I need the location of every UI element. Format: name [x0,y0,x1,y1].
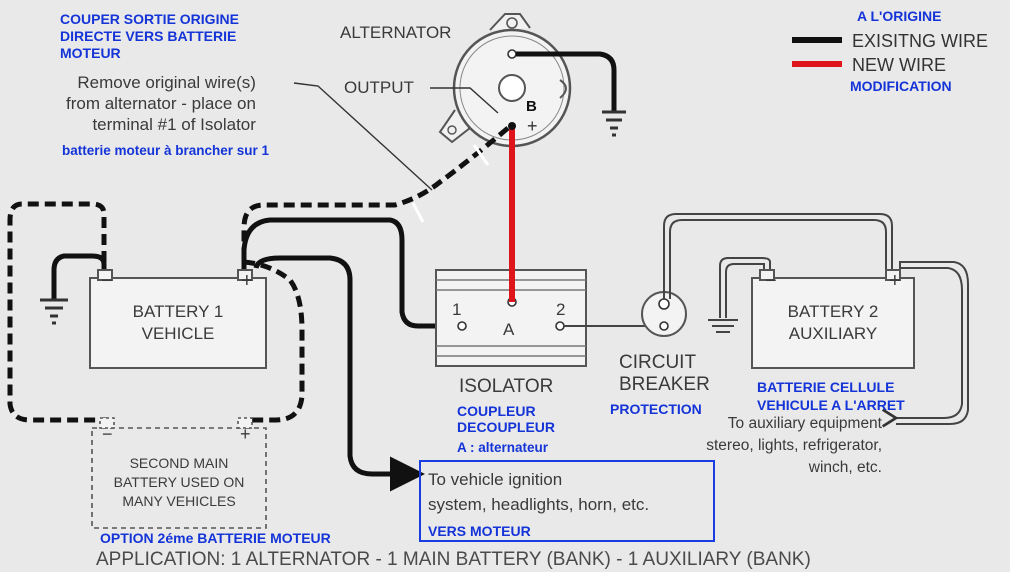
alternator-symbol [438,13,572,148]
note-modification: MODIFICATION [850,78,952,94]
note-protection: PROTECTION [610,401,702,417]
note-batterie-cellule: BATTERIE CELLULE VEHICULE A L'ARRET [757,379,905,413]
note-a-origine: A L'ORIGINE [857,8,942,24]
b-terminal [508,122,516,130]
battery-second-minus: − [102,424,113,444]
ignition-box [419,460,715,542]
second-battery-neg-wire [7,201,107,423]
label-application: APPLICATION: 1 ALTERNATOR - 1 MAIN BATTE… [96,549,811,570]
note-a-alternateur: A : alternateur [457,440,549,455]
cut-mark-2 [472,144,490,166]
battery2-ground-wire [719,257,771,318]
label-alternator: ALTERNATOR [340,23,452,42]
label-battery1: BATTERY 1 VEHICLE [132,302,224,343]
battery1-plus: + [241,270,253,292]
label-alt-plus: + [527,116,538,136]
label-circuit-breaker: CIRCUIT BREAKER [619,352,710,395]
battery1-ground-symbol [40,298,68,325]
label-battery2: BATTERY 2 AUXILIARY [787,302,879,343]
breaker-to-battery2-wire [663,213,893,299]
label-ignition: To vehicle ignition system, headlights, … [428,470,650,514]
battery-second-plus: + [240,424,251,444]
battery2-minus: − [765,270,777,292]
note-couper: COUPER SORTIE ORIGINE DIRECTE VERS BATTE… [60,11,239,61]
note-vers-moteur: VERS MOTEUR [428,523,531,539]
remove-pointer [293,82,433,191]
alternator-ground-symbol [602,110,626,137]
battery2-plus: + [889,270,901,292]
second-battery-symbol [91,417,267,529]
note-coupleur: COUPLEUR DECOUPLEUR [457,403,556,435]
auxiliary-equipment-wire [896,261,969,425]
label-remove: Remove original wire(s) from alternator … [66,73,256,134]
cut-mark-1 [411,202,425,223]
label-second-battery: SECOND MAIN BATTERY USED ON MANY VEHICLE… [113,455,245,509]
label-isolator: ISOLATOR [459,376,554,397]
label-b-terminal: B [526,98,537,115]
battery2-symbol [751,269,915,369]
battery1-minus: − [101,270,113,292]
second-battery-pos-wire [243,259,305,423]
battery1-to-isolator-wire [241,217,458,329]
isolator-terminal-2: 2 [556,300,566,319]
original-alternator-wire [241,126,510,270]
alternator-ground-wire [516,51,617,112]
battery2-ground-symbol [708,319,738,333]
legend-new-label: NEW WIRE [852,55,946,75]
isolator-terminal-a: A [503,320,515,339]
ignition-wire [253,255,425,492]
label-auxiliary-equipment: To auxiliary equipment stereo, lights, r… [706,415,882,476]
label-output: OUTPUT [344,78,414,97]
output-pointer [430,87,499,114]
note-batterie-moteur: batterie moteur à brancher sur 1 [62,143,270,158]
note-option: OPTION 2éme BATTERIE MOTEUR [100,530,331,546]
legend-existing-label: EXISITNG WIRE [852,31,989,51]
isolator-terminal-1: 1 [452,300,462,319]
battery1-symbol [89,269,267,369]
